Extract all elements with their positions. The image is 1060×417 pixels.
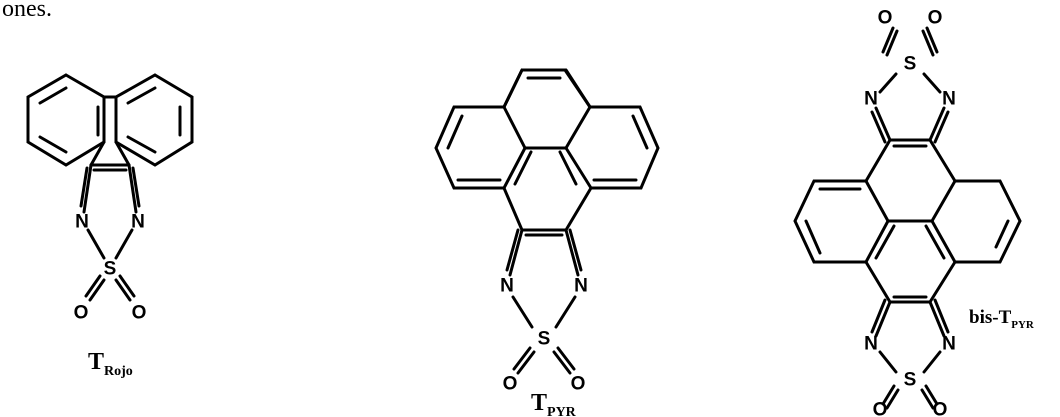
atom-n-left: N — [75, 212, 89, 233]
atom-n-right: N — [131, 212, 145, 233]
atom-o-right: O — [132, 303, 147, 324]
atom-n-left: N — [500, 276, 514, 297]
label-bis-t-pyr: bis-TPYR — [969, 307, 1035, 331]
atom-n-right: N — [574, 276, 588, 297]
atom-n-bottom-right: N — [942, 334, 956, 355]
atom-s-bottom: S — [904, 370, 917, 391]
atom-o-bottom-right: O — [933, 400, 948, 417]
atom-n-top-left: N — [864, 89, 878, 110]
caption-fragment: ones. — [2, 0, 52, 22]
atom-o-right: O — [571, 374, 586, 395]
atom-o-left: O — [503, 374, 518, 395]
atom-o-left: O — [74, 303, 89, 324]
atom-n-top-right: N — [942, 89, 956, 110]
label-t-rojo: TRojo — [88, 349, 133, 379]
molecule-t-rojo: N N S O O TRojo — [26, 73, 194, 379]
atom-s: S — [104, 259, 117, 280]
molecule-t-pyr: N N S O O TPYR — [434, 68, 660, 417]
atom-o-top-right: O — [928, 8, 943, 29]
label-t-pyr: TPYR — [531, 390, 577, 417]
atom-n-bottom-left: N — [864, 334, 878, 355]
molecule-bis-t-pyr: O O S N N N N S O O bis-TPYR — [793, 8, 1035, 417]
atom-s: S — [538, 329, 551, 350]
atom-o-bottom-left: O — [873, 400, 888, 417]
atom-s-top: S — [904, 54, 917, 75]
atom-o-top-left: O — [878, 8, 893, 29]
